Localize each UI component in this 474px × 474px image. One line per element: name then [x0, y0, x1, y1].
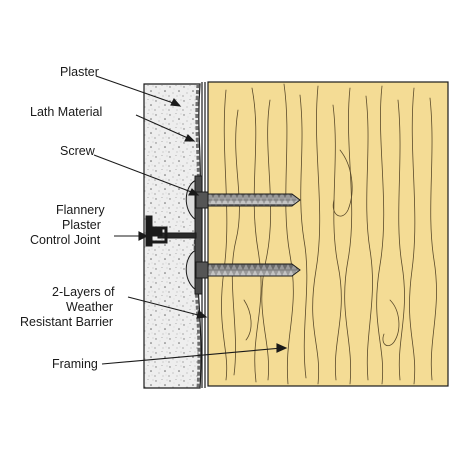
- leader-lines: [93, 75, 288, 365]
- plaster-label: Plaster: [60, 65, 99, 79]
- framing-label: Framing: [52, 357, 98, 371]
- control-joint: [145, 175, 203, 295]
- screw-upper: [195, 191, 301, 209]
- barrier-label-line1: 2-Layers of: [52, 285, 115, 299]
- control-joint-label-line2: Plaster: [62, 218, 101, 232]
- control-joint-label-line3: Control Joint: [30, 233, 101, 247]
- lath-bulge: [185, 179, 197, 291]
- control-joint-label-line1: Flannery: [56, 203, 105, 217]
- wood-grain: [221, 83, 437, 385]
- screw-lower: [195, 261, 301, 279]
- framing-wood: [207, 81, 449, 387]
- barrier-label-line2: Weather: [66, 300, 113, 314]
- screw-label: Screw: [60, 144, 96, 158]
- lath-material-label: Lath Material: [30, 105, 102, 119]
- barrier-label-line3: Resistant Barrier: [20, 315, 113, 329]
